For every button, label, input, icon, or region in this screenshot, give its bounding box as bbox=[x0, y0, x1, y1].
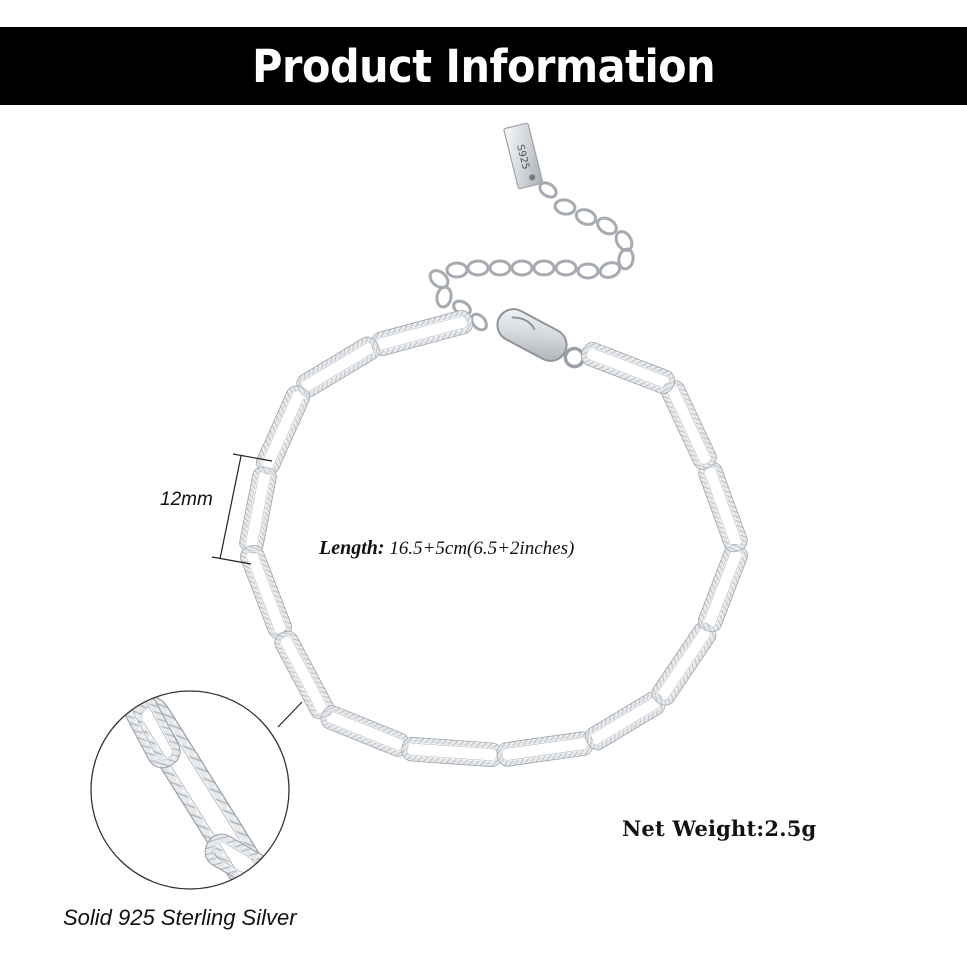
dimension-marker bbox=[211, 453, 273, 565]
link-size-label: 12mm bbox=[160, 489, 213, 510]
extender-chain bbox=[428, 181, 635, 332]
lobster-clasp bbox=[496, 308, 586, 369]
inset-circle bbox=[90, 690, 290, 890]
s925-tag: S925 bbox=[503, 122, 544, 190]
length-value: 16.5+5cm(6.5+2inches) bbox=[389, 538, 575, 559]
length-key: Length: bbox=[319, 537, 385, 559]
inset-detail bbox=[91, 691, 289, 889]
length-spec: Length: 16.5+5cm(6.5+2inches) bbox=[319, 537, 574, 560]
header-banner: Product Information bbox=[0, 27, 967, 105]
inset-leader-line bbox=[277, 701, 303, 728]
material-caption: Solid 925 Sterling Silver bbox=[63, 905, 297, 930]
net-weight-spec: Net Weight:2.5g bbox=[622, 816, 817, 841]
page-title: Product Information bbox=[251, 39, 716, 93]
